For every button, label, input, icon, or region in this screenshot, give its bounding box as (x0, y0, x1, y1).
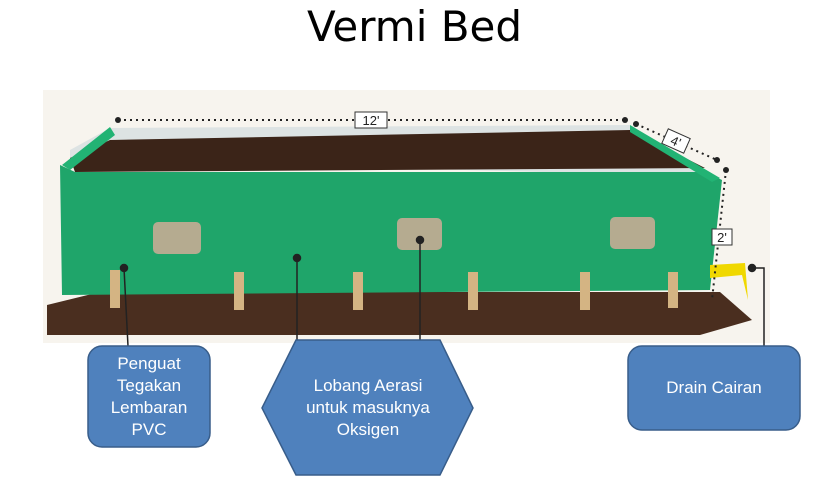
drain-pipe (710, 263, 748, 300)
dimension-labels: 12' 4' 2' (354, 111, 733, 246)
callout-text-block: Drain Cairan (666, 377, 761, 399)
pvc-support-post (668, 272, 678, 308)
aeration-window (153, 222, 201, 254)
dimension-endpoint-dot (115, 117, 121, 123)
bed-soil (70, 130, 705, 172)
pvc-support-post (110, 270, 120, 308)
callout-text: Oksigen (336, 420, 400, 439)
height-label: 2' (717, 230, 727, 245)
callout-text: Tegakan (116, 375, 182, 395)
callout-leaders (119, 235, 765, 347)
pvc-support-post (234, 272, 244, 310)
length-label: 12' (363, 113, 380, 128)
pvc-support-post (580, 272, 590, 310)
callout-text: Drain Cairan (666, 378, 762, 397)
aeration-window (397, 218, 442, 250)
pvc-support-post (468, 272, 478, 310)
callout-hexagon-aeration (261, 339, 474, 476)
callout-text-block: Lobang Aerasi untuk masuknya Oksigen (306, 375, 430, 441)
dimension-endpoint-dot (633, 121, 639, 127)
callout-text: Lobang Aerasi (313, 376, 423, 395)
bed-rim-right (630, 125, 720, 182)
dimension-endpoints (115, 117, 729, 173)
width-dimension-line (635, 123, 718, 161)
dimension-endpoint-dot (714, 157, 720, 163)
leader-line-drain (752, 267, 765, 346)
callout-text-block: Penguat Tegakan Lembaran PVC (111, 353, 188, 441)
callout-aeration: Lobang Aerasi untuk masuknya Oksigen (290, 360, 446, 456)
callout-box-drain (627, 345, 801, 431)
bed-rim-left (62, 127, 115, 170)
dimension-endpoint-dot (622, 117, 628, 123)
dimension-endpoint-dot (723, 167, 729, 173)
length-label-box (354, 111, 388, 129)
width-label-box (661, 128, 691, 154)
callout-pvc-support: Penguat Tegakan Lembaran PVC (88, 346, 210, 447)
height-dimension-line (711, 169, 727, 301)
leader-line-pvc-support (123, 267, 129, 347)
callout-drain: Drain Cairan (628, 346, 800, 430)
pvc-supports (110, 270, 678, 310)
pvc-support-post (353, 272, 363, 310)
callout-box-pvc-support (87, 345, 211, 448)
ground-soil (47, 292, 752, 335)
callout-text: untuk masuknya (306, 398, 430, 417)
callout-text: Lembaran (110, 397, 188, 417)
height-label-box (711, 228, 733, 246)
aeration-window (610, 217, 655, 249)
callout-text: PVC (131, 419, 167, 439)
callout-text: Penguat (117, 353, 181, 373)
bed-wall (60, 165, 722, 295)
slide-title: Vermi Bed (306, 2, 523, 51)
